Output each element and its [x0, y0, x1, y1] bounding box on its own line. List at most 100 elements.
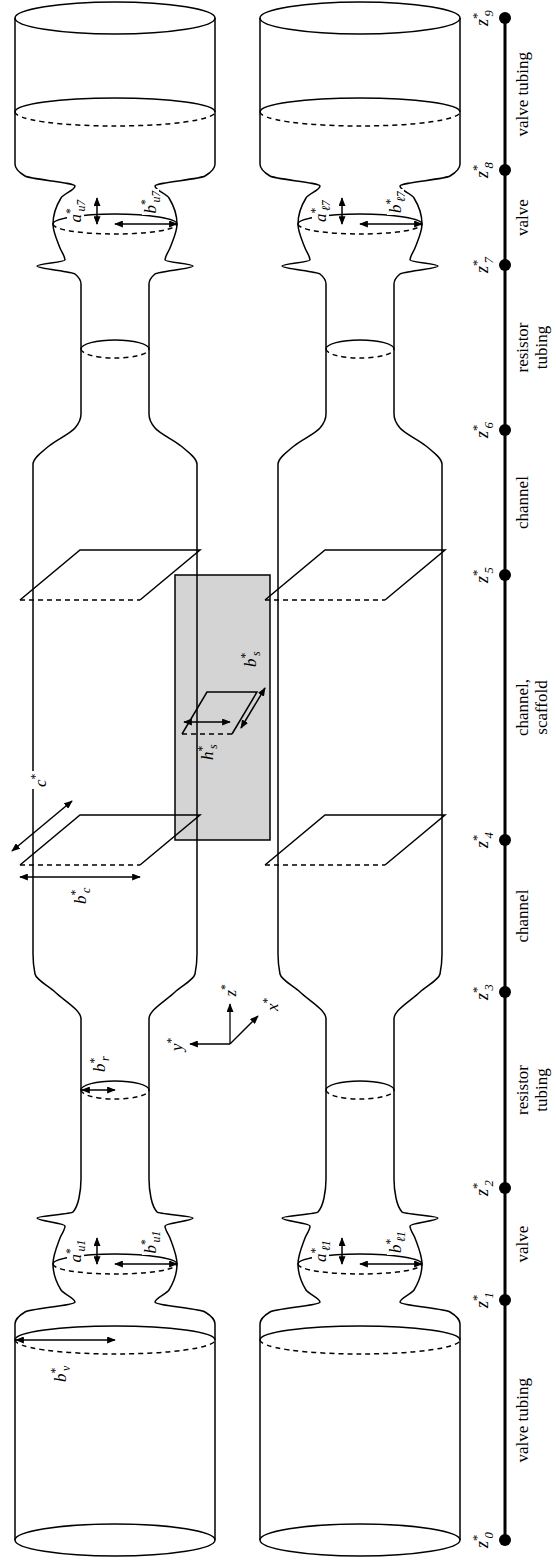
dimension-arrow — [82, 1089, 115, 1091]
channel-plane — [265, 815, 445, 865]
dimension-arrow — [360, 223, 422, 225]
dimension-label: b*u1 — [142, 1229, 159, 1256]
channel-plane — [20, 550, 200, 600]
axis-line — [504, 18, 507, 1540]
region-label: valve — [514, 199, 533, 236]
cross-section — [260, 1340, 460, 1354]
dimension-arrow — [115, 1263, 177, 1265]
axis-dot — [499, 12, 511, 24]
dimension-arrow — [96, 198, 98, 224]
coordinate-label: z*4 — [473, 832, 491, 848]
region-label: channel — [514, 890, 533, 943]
dimension-label: b*c — [72, 886, 89, 906]
axis-arrow — [229, 1004, 230, 1044]
tube-wall — [260, 18, 326, 1540]
tube-end — [15, 1524, 215, 1556]
axis-dot — [499, 1182, 511, 1194]
cross-section — [15, 112, 215, 126]
tube-end — [260, 1524, 460, 1556]
cross-section — [260, 112, 460, 126]
axis-dot — [499, 164, 511, 176]
channel-plane — [20, 599, 140, 601]
dimension-arrow — [12, 801, 72, 851]
tube-assembly — [15, 2, 215, 1556]
cross-section — [260, 1326, 460, 1340]
dimension-arrow — [241, 688, 265, 728]
dimension-arrow — [16, 1339, 115, 1341]
tube-wall — [149, 18, 215, 1540]
dimension-arrow — [20, 876, 140, 878]
dimension-label: z* — [222, 982, 239, 999]
cross-section — [326, 349, 394, 358]
coordinate-label: z*2 — [473, 1180, 491, 1196]
channel-plane — [265, 864, 385, 866]
scaffold-plane — [182, 733, 232, 735]
cross-section — [15, 1340, 215, 1354]
region-label: resistor tubing — [514, 1050, 551, 1130]
axis-dot — [499, 1534, 511, 1546]
dimension-arrow — [341, 198, 343, 224]
z-axis — [499, 12, 511, 1546]
coordinate-label: z*3 — [473, 984, 491, 1000]
cross-section — [81, 349, 149, 358]
coordinate-label: z*1 — [473, 1292, 491, 1308]
coordinate-label: z*9 — [473, 10, 491, 26]
cross-section — [326, 340, 394, 349]
dimension-arrow — [341, 1238, 343, 1264]
region-label: valve — [514, 1226, 533, 1263]
axis-dot — [499, 259, 511, 271]
dimension-label: c* — [32, 772, 49, 790]
tube-end — [260, 2, 460, 34]
axis-dot — [499, 986, 511, 998]
cross-section — [53, 224, 177, 234]
dimension-label: b*u7 — [142, 189, 159, 216]
tube-end — [15, 2, 215, 34]
tube-wall — [394, 18, 460, 1540]
scaffold-region — [175, 575, 270, 840]
dimension-label: b*ℓ7 — [387, 189, 404, 215]
axis-dot — [499, 1294, 511, 1306]
dimension-label: a*u7 — [67, 198, 84, 225]
tube-assembly — [260, 2, 460, 1556]
dimension-arrow — [360, 1263, 422, 1265]
dimension-label: b*v — [52, 1364, 69, 1384]
cross-section — [326, 1090, 394, 1099]
cross-section — [15, 1326, 215, 1340]
cross-section — [53, 1264, 177, 1274]
dimension-label: b*r — [91, 1054, 108, 1074]
dimension-label: a*ℓ7 — [312, 198, 329, 224]
axis-dot — [499, 834, 511, 846]
cross-section — [81, 1090, 149, 1099]
axis-arrow — [230, 1016, 258, 1044]
dimension-arrow — [115, 223, 177, 225]
axis-arrow — [190, 1043, 230, 1044]
scaffold-plane — [182, 692, 257, 734]
axis-dot — [499, 424, 511, 436]
dimension-label: x* — [264, 996, 281, 1014]
region-label: valve tubing — [514, 52, 533, 137]
dimension-label: a*ℓ1 — [312, 1238, 329, 1264]
coordinate-label: z*6 — [473, 422, 491, 438]
cross-section — [15, 98, 215, 112]
dimension-label: b*ℓ1 — [387, 1229, 404, 1255]
region-label: channel — [514, 476, 533, 529]
axis-dot — [499, 569, 511, 581]
dimension-label: y* — [168, 1036, 185, 1054]
dimension-label: a*u1 — [67, 1238, 84, 1265]
coordinate-label: z*7 — [473, 257, 491, 273]
dimension-label: h*s — [199, 742, 216, 762]
region-label: resistor tubing — [514, 308, 551, 388]
coordinate-label: z*5 — [473, 567, 491, 583]
tube-wall — [15, 18, 81, 1540]
channel-plane — [265, 550, 445, 600]
cross-section — [326, 1081, 394, 1090]
coordinate-label: z*8 — [473, 162, 491, 178]
dimension-arrow — [96, 1238, 98, 1264]
cross-section — [260, 98, 460, 112]
cross-section — [81, 340, 149, 349]
dimension-label: b*s — [242, 649, 259, 669]
dimension-arrows — [12, 688, 265, 1340]
channel-plane — [20, 864, 140, 866]
